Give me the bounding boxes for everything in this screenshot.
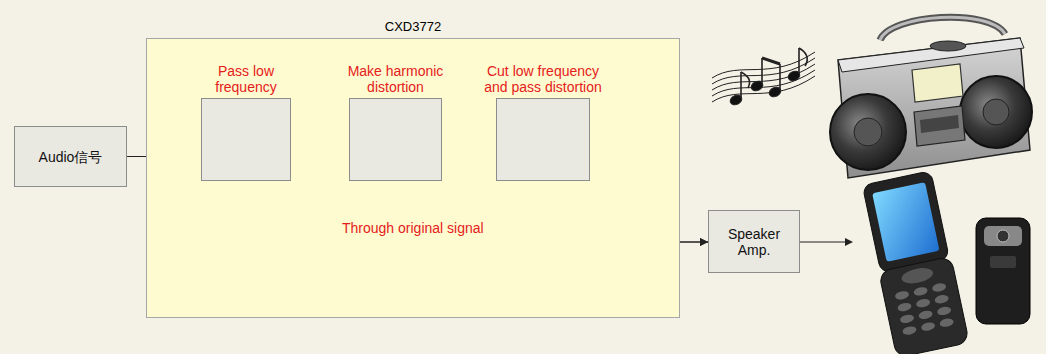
speaker-amp-box: Speaker Amp. [708,210,800,273]
closed-phone-illustration [976,218,1030,324]
arrowhead [700,238,708,246]
connector-label: Through original signal [340,220,486,236]
music-notes [712,48,815,107]
boombox-illustration [830,17,1032,178]
box-label: Speaker Amp. [719,226,789,258]
function-label: Cut low frequency and pass distortion [477,63,609,95]
function-label: Pass low frequency [196,63,296,95]
chip-box: CXD3772Pass low frequencyMake harmonic d… [146,38,680,318]
lowpass-filter-box: Pass low frequency [201,98,291,181]
function-label: Make harmonic distortion [340,63,452,95]
bandpass-filter-box: Cut low frequency and pass distortion [496,98,590,181]
distortion-box: Make harmonic distortion [349,98,442,181]
phone-illustration [860,170,969,354]
chip-name: CXD3772 [313,19,513,35]
input-box: Audio信号 [14,126,127,187]
box-label: Audio信号 [39,149,103,165]
output-arrow [800,238,853,246]
arrowhead [700,238,708,246]
